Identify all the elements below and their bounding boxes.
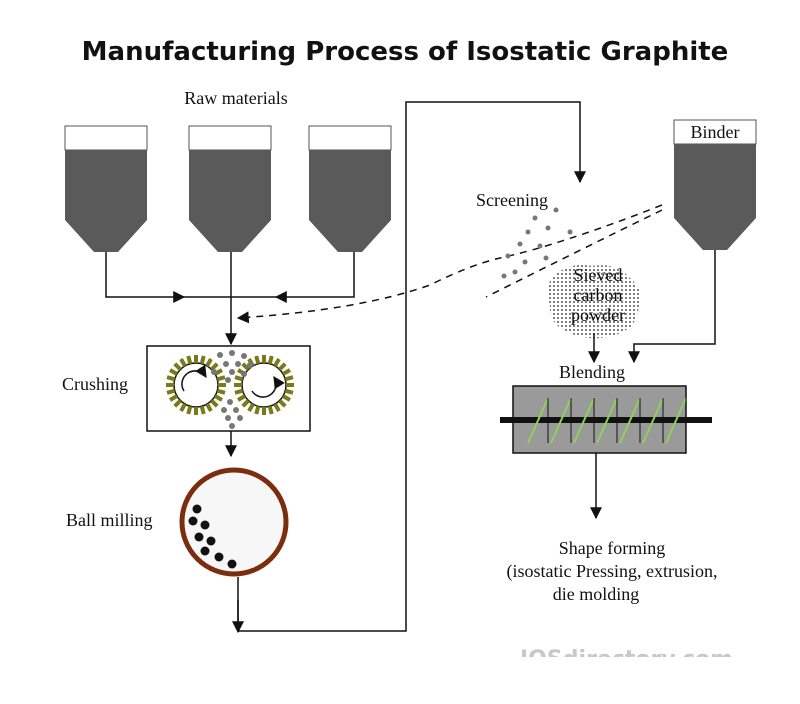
sieved-powder-cloud: [546, 265, 641, 339]
crusher-particles: [211, 350, 253, 429]
binder-to-blender-arrow: [628, 250, 716, 364]
blender: [500, 385, 712, 454]
shape-forming-line2: (isostatic Pressing, extrusion,: [507, 561, 718, 582]
diagram-title: Manufacturing Process of Isostatic Graph…: [82, 37, 729, 67]
crusher-roller-left: [166, 355, 226, 415]
ball-milling-label: Ball milling: [66, 510, 153, 530]
screen-mesh-line: [485, 209, 663, 298]
binder-label: Binder: [691, 122, 740, 142]
ball-mill: [179, 467, 289, 577]
blending-label: Blending: [559, 362, 625, 382]
sieved-label-line1: Sieved: [574, 265, 623, 285]
blender-screw: [527, 397, 687, 444]
crushing-label: Crushing: [62, 374, 128, 394]
shape-forming-line1: Shape forming: [559, 538, 665, 558]
sieved-label-line2: carbon: [574, 285, 623, 305]
binder-hopper: [673, 119, 757, 250]
crusher: [146, 345, 311, 432]
watermark-crop: [500, 657, 800, 704]
sieved-label-line3: powder: [571, 305, 625, 325]
screening-label: Screening: [476, 190, 548, 210]
recycle-dashed-arrow: [236, 204, 663, 324]
raw-flow-lines: [105, 252, 355, 346]
raw-materials-label: Raw materials: [184, 88, 287, 108]
raw-hopper-3: [308, 125, 392, 252]
crusher-roller-right: [234, 355, 294, 415]
shape-forming-line3: die molding: [553, 584, 640, 604]
raw-hopper-2: [188, 125, 272, 252]
raw-hopper-1: [64, 125, 148, 252]
screening-particles: [501, 207, 573, 279]
